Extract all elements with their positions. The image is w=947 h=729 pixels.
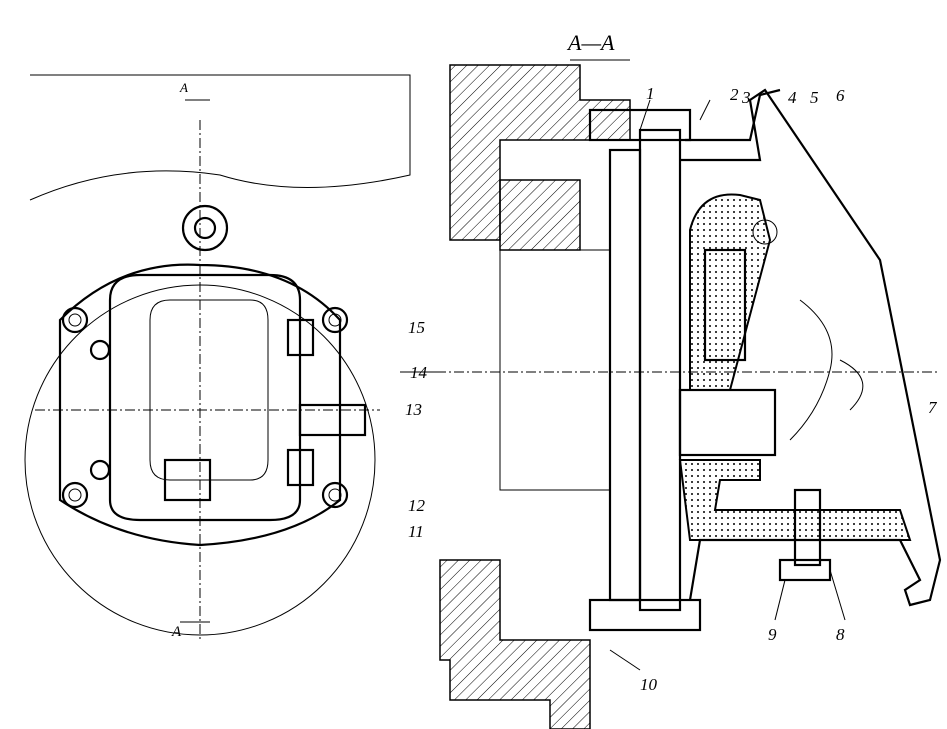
label-13: 13 (405, 400, 422, 419)
label-5: 5 (810, 88, 819, 107)
label-15: 15 (408, 318, 425, 337)
spring (703, 248, 747, 362)
label-3: 3 (742, 88, 751, 107)
leader-lines (410, 99, 846, 671)
bearing (499, 179, 581, 251)
section-mark-bottom: A (172, 624, 182, 640)
label-1: 1 (646, 84, 655, 103)
label-2: 2 (730, 85, 739, 104)
section-mark-top: A (180, 80, 188, 95)
bolt-bottom (588, 598, 702, 632)
front-view (24, 74, 411, 640)
label-10: 10 (640, 675, 657, 694)
nut (181, 204, 229, 252)
housing-frame (108, 273, 302, 522)
label-4: 4 (788, 88, 797, 107)
section-view (400, 59, 942, 729)
bolt-1 (588, 108, 692, 142)
section-title: A—A (568, 30, 615, 55)
label-9: 9 (768, 625, 777, 644)
label-12: 12 (408, 496, 425, 515)
label-14: 14 (410, 363, 427, 382)
shaft-13 (298, 403, 367, 437)
label-11: 11 (408, 522, 424, 541)
label-6: 6 (836, 86, 845, 105)
bolt-heads (61, 306, 349, 509)
label-8: 8 (836, 625, 845, 644)
label-7: 7 (928, 398, 937, 417)
